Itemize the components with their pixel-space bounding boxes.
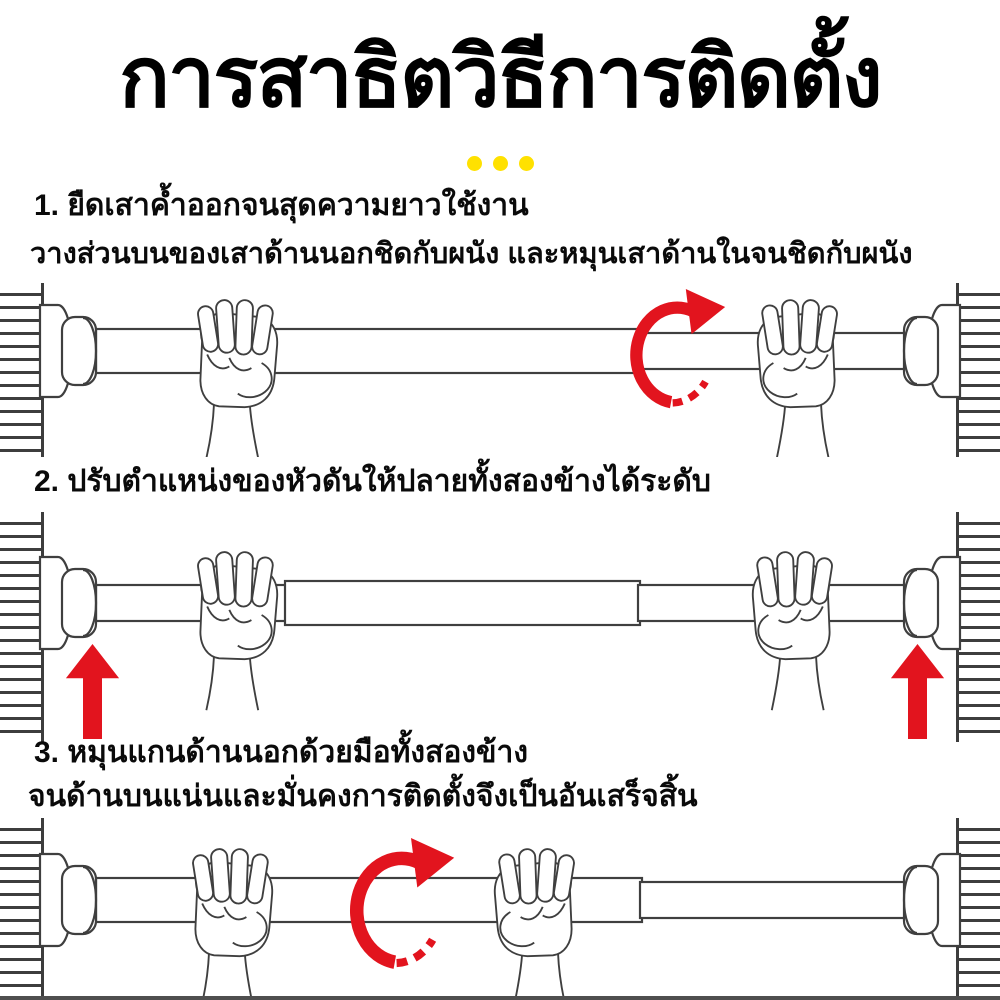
end-cap-icon (38, 303, 98, 399)
end-cap-icon (38, 555, 98, 651)
fist-hand-icon (195, 298, 279, 457)
separator-dot (518, 155, 534, 171)
page-title: การสาธิตวิธีการติดตั้ง (119, 30, 883, 124)
fist-hand-icon (493, 847, 577, 1000)
bottom-edge-bar (0, 996, 1000, 1000)
end-cap-icon (38, 852, 98, 948)
separator-dot (466, 155, 482, 171)
rod-outer-tube (283, 579, 642, 627)
illustration-step-1 (0, 283, 1000, 457)
end-cap-icon (902, 303, 962, 399)
rod-drawing-step-3 (38, 818, 962, 1000)
fist-hand-icon (190, 847, 274, 1000)
end-cap-icon (902, 852, 962, 948)
separator-dot (492, 155, 508, 171)
step-2-line-1: 2. ปรับตำแหน่งของหัวดันให้ปลายทั้งสองข้า… (34, 465, 711, 498)
illustration-step-2 (0, 512, 1000, 742)
rod-drawing-step-1 (38, 283, 962, 457)
rod-outer-tube (94, 327, 639, 375)
fist-hand-icon (195, 550, 279, 712)
step-3-line-1: 3. หมุนแกนด้านนอกด้วยมือทั้งสองข้าง (34, 736, 529, 769)
fist-hand-icon (751, 550, 835, 712)
title-separator-dots (0, 153, 1000, 173)
left-wall (0, 512, 44, 742)
fist-hand-icon (756, 298, 840, 457)
step-3-text: 3. หมุนแกนด้านนอกด้วยมือทั้งสองข้าง จนด้… (28, 731, 994, 819)
step-1-text: 1. ยืดเสาค้ำออกจนสุดความยาวใช้งาน วางส่ว… (30, 182, 994, 278)
step-1-line-1: 1. ยืดเสาค้ำออกจนสุดความยาวใช้งาน (34, 189, 529, 222)
step-1-line-2: วางส่วนบนของเสาด้านนอกชิดกับผนัง และหมุน… (30, 238, 913, 270)
up-arrow-icon (890, 644, 945, 739)
rod-drawing-step-2 (38, 550, 962, 739)
step-2-text: 2. ปรับตำแหน่งของหัวดันให้ปลายทั้งสองข้า… (34, 458, 994, 506)
step-3-line-2: จนด้านบนแน่นและมั่นคงการติดตั้งจึงเป็นอั… (28, 780, 698, 813)
illustration-step-3 (0, 818, 1000, 1000)
end-cap-icon (902, 555, 962, 651)
rod-inner-tube (638, 880, 910, 920)
up-arrow-icon (65, 644, 120, 739)
